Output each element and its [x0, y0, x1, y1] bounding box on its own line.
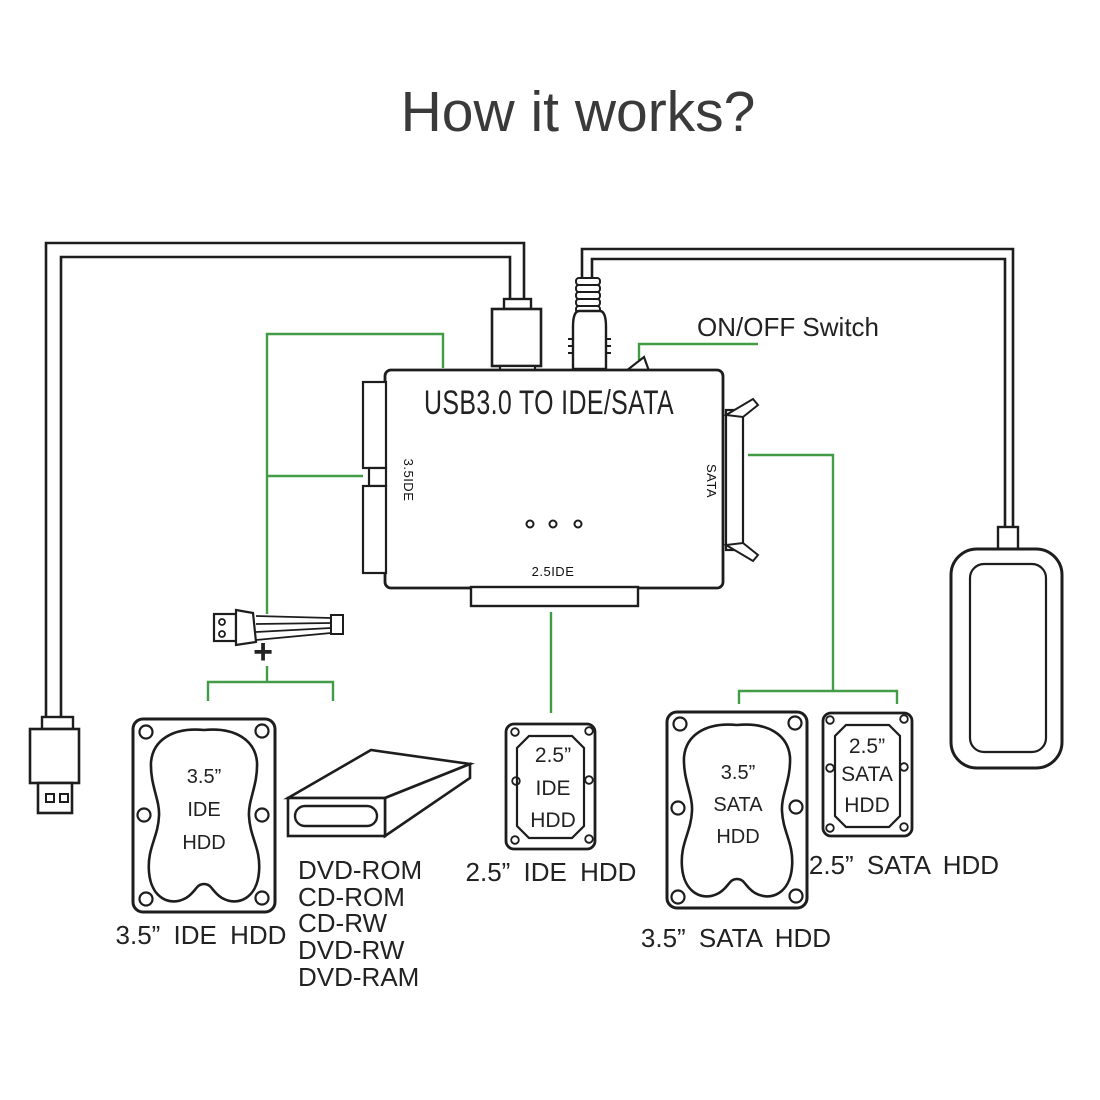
led-dot: [525, 519, 535, 529]
adapter-label: USB3.0 TO IDE/SATA: [424, 384, 674, 422]
hdd-25-sata-frame: [833, 723, 902, 829]
optical-disc-slot: [293, 804, 379, 828]
plus-sign: +: [253, 633, 273, 671]
hdd-35-ide-caption: 3.5” IDE HDD: [116, 920, 287, 950]
hdd-35-sata-caption: 3.5” SATA HDD: [641, 923, 831, 953]
hdd-25-sata-caption: 2.5” SATA HDD: [809, 850, 999, 880]
hdd-25-sata: 2.5” SATA HDD 2.5” SATA HDD: [809, 711, 999, 880]
molex-wires: [255, 615, 332, 641]
hdd-25-ide-type: IDE: [535, 777, 570, 800]
hdd-25-sata-kind: HDD: [844, 794, 890, 817]
ide-port-connector: [361, 380, 388, 575]
optical-caption-1: DVD-ROM: [298, 855, 422, 885]
green-connection-lines: [206, 332, 899, 713]
hdd-25-ide-size: 2.5”: [535, 744, 571, 767]
hdd-25-ide-frame: [515, 734, 586, 840]
led-dot: [573, 519, 583, 529]
screw-holes: [670, 715, 804, 905]
usb-plug-icon: [490, 297, 543, 374]
green-line-switch-pointer: [637, 342, 758, 360]
hdd-35-ide-size: 3.5”: [187, 766, 221, 788]
indicator-dots: [525, 519, 583, 529]
molex-power-connector-icon: [212, 608, 344, 647]
optical-front-face: [286, 796, 387, 838]
optical-caption-5: DVD-RAM: [298, 962, 419, 992]
power-plug-icon: [568, 277, 611, 371]
port-label-35ide: 3.5IDE: [401, 459, 416, 502]
led-dot: [548, 519, 558, 529]
sata-port-connector: [722, 397, 760, 563]
screw-holes: [136, 723, 270, 907]
optical-caption-4: DVD-RW: [298, 935, 405, 965]
optical-caption-3: CD-RW: [298, 908, 388, 938]
green-line-sata-trunk: [748, 453, 835, 691]
usb-a-connector-icon: [28, 715, 81, 815]
screw-holes: [825, 714, 909, 833]
usb-cable: [44, 241, 526, 717]
hdd-35-sata: 3.5” SATA HDD 3.5” SATA HDD: [641, 710, 831, 953]
hdd-35-sata-size: 3.5”: [721, 762, 755, 784]
screw-holes: [510, 726, 594, 845]
hdd-35-ide: 3.5” IDE HDD 3.5” IDE HDD: [116, 717, 287, 950]
page-title: How it works?: [401, 80, 756, 144]
hdd-platter-outline: [680, 723, 794, 898]
hdd-35-sata-type: SATA: [713, 794, 763, 816]
port-label-sata: SATA: [704, 464, 719, 498]
power-cable: [580, 247, 1015, 528]
hdd-35-sata-kind: HDD: [716, 826, 759, 848]
ide25-port-connector: [469, 585, 640, 608]
hdd-25-sata-type: SATA: [841, 763, 893, 786]
hdd-35-ide-kind: HDD: [182, 832, 225, 854]
green-bracket-left: [206, 680, 335, 701]
optical-drive: DVD-ROM CD-ROM CD-RW DVD-RW DVD-RAM: [283, 748, 476, 992]
hdd-25-ide-kind: HDD: [530, 809, 576, 832]
green-line-left-trunk: [265, 332, 445, 614]
power-plug-grip-ticks: [568, 338, 611, 354]
optical-caption-2: CD-ROM: [298, 882, 405, 912]
hdd-35-ide-type: IDE: [187, 799, 220, 821]
onoff-switch-label: ON/OFF Switch: [697, 312, 879, 342]
adapter-box: USB3.0 TO IDE/SATA 3.5IDE SATA 2.5IDE: [361, 368, 760, 608]
port-label-25ide: 2.5IDE: [532, 564, 575, 579]
green-bracket-right: [737, 689, 899, 704]
hdd-25-ide-caption: 2.5” IDE HDD: [466, 857, 637, 887]
hdd-25-sata-size: 2.5”: [849, 735, 885, 758]
power-adapter-icon: [949, 525, 1064, 770]
hdd-25-ide: 2.5” IDE HDD 2.5” IDE HDD: [466, 722, 637, 887]
hdd-platter-outline: [147, 728, 261, 903]
